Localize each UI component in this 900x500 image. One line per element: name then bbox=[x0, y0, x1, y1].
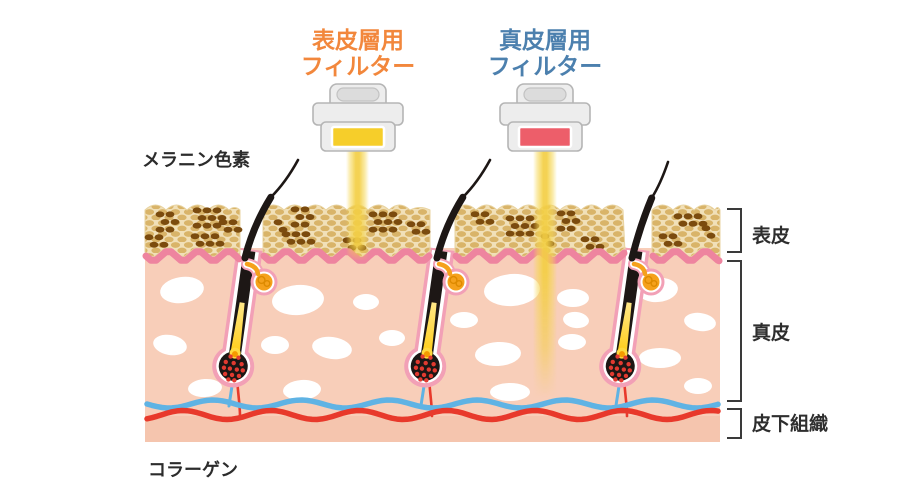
dermis-beam bbox=[533, 146, 557, 398]
epidermis-filter-label-line2: フィルター bbox=[301, 54, 416, 80]
hair-follicle bbox=[212, 247, 263, 388]
epidermis-filter-handpiece-icon bbox=[312, 83, 404, 152]
melanin-label: メラニン色素 bbox=[142, 149, 250, 171]
dermis-layer-label: 真皮 bbox=[752, 321, 790, 344]
sebaceous-glands bbox=[241, 258, 665, 296]
subcutaneous-layer-label: 皮下組織 bbox=[752, 412, 828, 435]
collagen-label: コラーゲン bbox=[148, 459, 238, 481]
dermis-filter-label-line1: 真皮層用 bbox=[499, 27, 591, 54]
blood-vessels bbox=[144, 397, 721, 423]
red-filter-window bbox=[517, 125, 573, 149]
collagen-fibers bbox=[153, 273, 716, 401]
dermis-filter-handpiece-icon bbox=[499, 83, 591, 152]
yellow-filter-window bbox=[330, 125, 386, 149]
epidermis-layer-label: 表皮 bbox=[752, 224, 790, 247]
hair-shafts bbox=[241, 158, 670, 262]
hair-follicle bbox=[404, 247, 455, 388]
hair-follicles bbox=[212, 247, 650, 388]
sebaceous-gland bbox=[241, 258, 278, 296]
dermis-filter-label-line2: フィルター bbox=[488, 54, 603, 80]
dermis-bracket bbox=[727, 260, 742, 402]
epidermis-bracket bbox=[727, 208, 742, 253]
epidermis-beam bbox=[346, 146, 369, 260]
hair-follicle bbox=[599, 247, 650, 388]
epidermis-filter-label-line1: 表皮層用 bbox=[312, 28, 404, 54]
sebaceous-gland bbox=[628, 258, 665, 296]
sebaceous-gland bbox=[433, 258, 470, 296]
subcutaneous-bracket bbox=[727, 408, 742, 439]
